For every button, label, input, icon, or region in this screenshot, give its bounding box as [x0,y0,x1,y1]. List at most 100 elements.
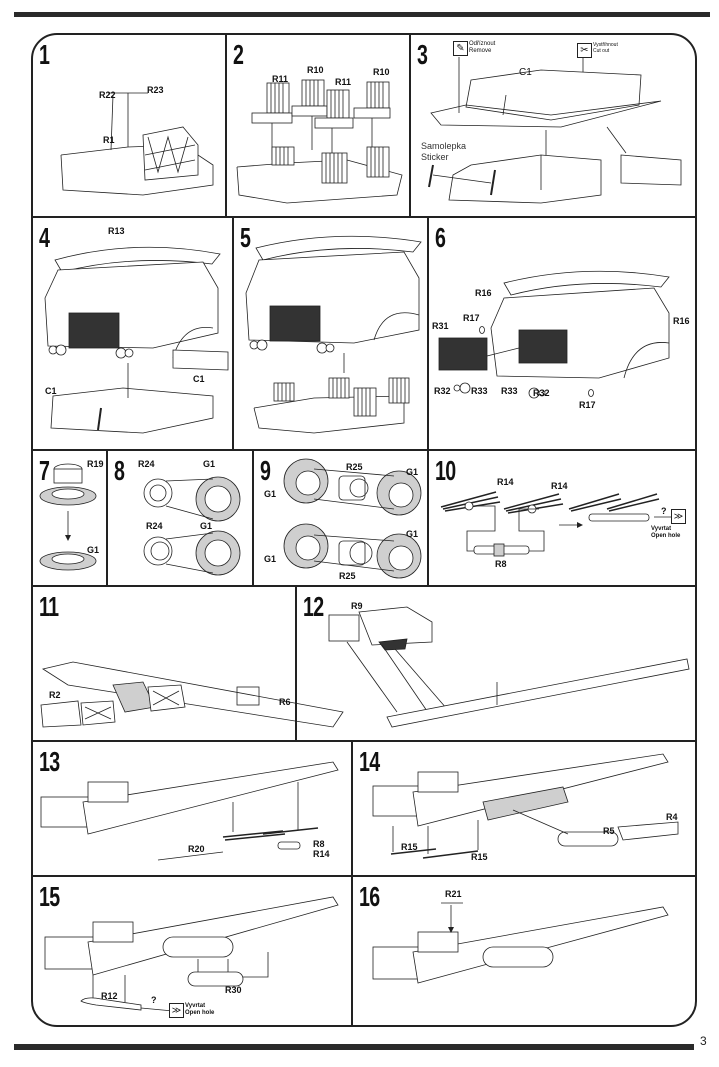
step-number: 2 [233,39,244,70]
step-10-illustration [440,491,671,557]
part-label: G1 [203,459,216,469]
step-number: 12 [303,591,324,622]
top-rule [14,12,710,17]
step-5-illustration [245,235,422,434]
step-11-illustration [40,661,344,728]
open-hole-label-cz: Vyvrtat [185,1003,206,1009]
open-hole-query: ? [151,995,157,1005]
step-8-panel: 8 R24 G1 R24 G1 [108,451,254,587]
part-label: R16 [475,288,492,298]
open-hole-label-en: Open hole [185,1010,215,1016]
step-number: 8 [114,455,125,486]
step-12-panel: 12 R9 [295,587,695,742]
part-label: R12 [101,991,118,1001]
part-label: R8 [313,839,325,849]
cut-out-label-en: Cut out [593,48,610,54]
open-hole-query: ? [661,506,667,516]
step-4-illustration [44,246,229,434]
step-13-illustration [40,761,339,861]
part-label: R1 [103,135,115,145]
sticker-label-cz: Samolepka [421,141,467,151]
part-label: G1 [264,489,277,499]
step-3-illustration [428,57,682,204]
part-label: R4 [666,812,678,822]
step-number: 7 [39,455,50,486]
part-label: R22 [99,90,116,100]
part-label: R24 [146,521,163,531]
page-number: 3 [700,1034,707,1048]
part-label: R6 [279,697,291,707]
step-7-panel: 7 R19 G1 [33,451,108,587]
part-label: R23 [147,85,164,95]
seat-icon [251,79,391,129]
step-8-illustration [143,476,241,576]
step-16-illustration [372,902,669,984]
step-number: 1 [39,39,50,70]
step-number: 10 [435,455,456,486]
part-label: G1 [200,521,213,531]
part-label: R16 [673,316,690,326]
part-label: R15 [401,842,418,852]
step-14-panel: 14 R15 R15 R5 R4 [353,742,695,877]
step-number: 14 [359,746,380,777]
knife-icon: ✎ [453,41,468,56]
part-label: R19 [87,459,104,469]
open-hole-label-en: Open hole [651,533,681,539]
part-label: R30 [225,985,242,995]
part-label: R5 [603,826,615,836]
part-label: C1 [519,67,532,78]
cut-out-label-cz: Vystřihnout [593,42,618,48]
drill-icon: ≫ [169,1003,184,1018]
step-7-illustration [39,463,97,571]
step-9-illustration [283,458,422,579]
part-label: R25 [346,462,363,472]
part-label: R9 [351,601,363,611]
part-label: R2 [49,690,61,700]
part-label: R13 [108,226,125,236]
step-12-illustration [328,606,690,728]
instruction-sheet: 1 R22 R23 R1 2 [31,33,697,1027]
part-label: R14 [313,849,330,859]
part-label: C1 [45,386,57,396]
part-label: R33 [471,386,488,396]
bottom-rule [14,1044,694,1050]
part-label: G1 [406,467,419,477]
part-label: R11 [335,77,352,87]
part-label: G1 [87,545,100,555]
step-10-panel: 10 ≫ ? Vyvrtat Open hole R14 R14 R8 [429,451,695,587]
step-number: 16 [359,881,380,912]
step-2-illustration [236,79,403,204]
scissors-icon: ✂ [577,43,592,58]
step-number: 13 [39,746,60,777]
sticker-label-en: Sticker [421,152,449,162]
part-label: R25 [339,571,356,581]
part-label: R11 [272,74,289,84]
step-9-panel: 9 R25 G1 G1 G1 G1 R25 [254,451,429,587]
step-1-illustration [60,92,214,196]
part-label: R14 [551,481,568,491]
remove-label-en: Remove [469,48,492,54]
part-label: R17 [579,400,596,410]
part-label: R10 [373,67,390,77]
remove-label-cz: Odříznout [469,41,496,47]
step-number: 3 [417,39,428,70]
part-label: R31 [432,321,449,331]
part-label: C1 [193,374,205,384]
step-5-panel: 5 [234,218,429,451]
drill-icon: ≫ [671,509,686,524]
part-label: R33 [501,386,518,396]
part-label: G1 [264,554,277,564]
step-6-panel: 6 R16 R17 R31 R16 R32 R33 R33 R32 R17 [429,218,695,451]
part-label: G1 [406,529,419,539]
step-2-panel: 2 R11 R10 R11 R10 [227,35,411,218]
step-number: 6 [435,222,446,253]
part-label: R21 [445,889,462,899]
step-3-panel: 3 ✎ Odříznout Remove ✂ Vystřihnout Cut o… [411,35,695,218]
step-number: 4 [39,222,50,253]
part-label: R10 [307,65,324,75]
part-label: R17 [463,313,480,323]
step-15-panel: 15 R12 R30 ? ≫ Vyvrtat Open hole [33,877,353,1025]
part-label: R24 [138,459,155,469]
step-1-panel: 1 R22 R23 R1 [33,35,227,218]
step-11-panel: 11 R2 R6 [33,587,344,742]
